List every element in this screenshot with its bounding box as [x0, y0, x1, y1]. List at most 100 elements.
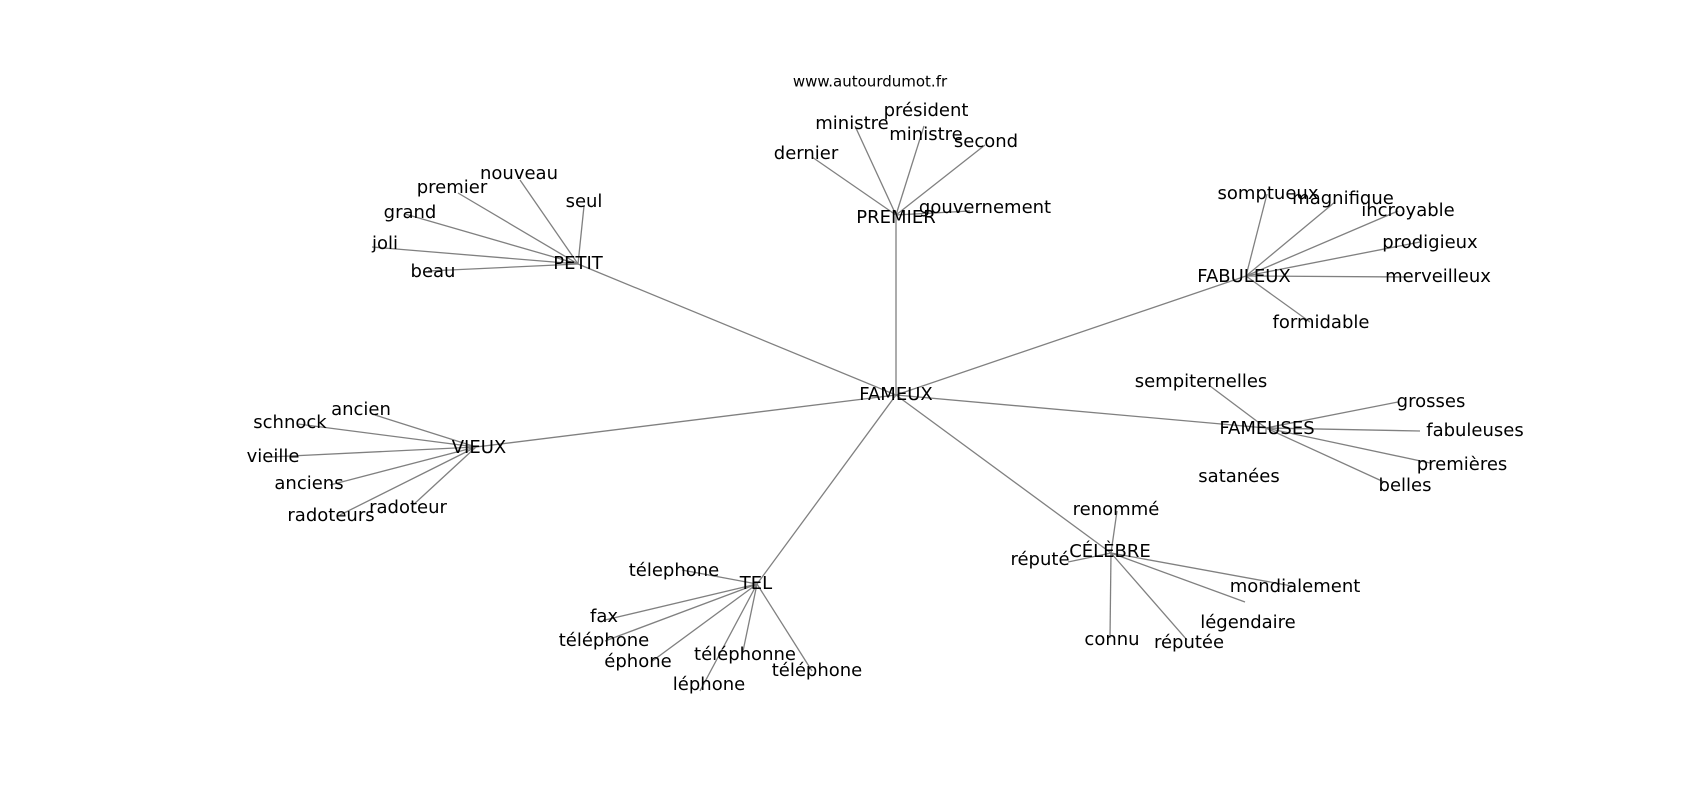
edge-fameux-fabuleux [895, 275, 1247, 396]
edge-premier-gouvernement [895, 210, 971, 216]
edge-fameuses-premieres [1265, 427, 1431, 464]
edge-tel-fax [604, 583, 758, 621]
node-petit-seul: seul [566, 191, 603, 212]
edge-tel-telephonne [741, 583, 758, 657]
edge-fabuleux-formidable [1245, 275, 1311, 323]
node-fameuses-grosses: grosses [1397, 391, 1466, 412]
node-tel-telephone: télephone [629, 560, 720, 581]
edge-tel-telephone [604, 583, 758, 642]
edge-vieux-radoteurs [339, 446, 477, 516]
hub-fabuleux: FABULEUX [1197, 266, 1290, 287]
hub-premier: PREMIER [856, 207, 935, 228]
edge-petit-premier [457, 192, 579, 265]
edge-vieux-anciens [329, 446, 477, 486]
edge-tel-telephone [681, 569, 758, 585]
node-premier-gouvernement: gouvernement [919, 197, 1051, 218]
node-celebre-legendaire: légendaire [1200, 612, 1296, 633]
edge-vieux-schnock [297, 423, 477, 448]
edge-fameuses-grosses [1265, 401, 1399, 429]
node-tel-telephone: téléphone [559, 630, 650, 651]
node-premier-second: second [954, 131, 1018, 152]
edge-celebre-reputee [1110, 552, 1188, 641]
node-fabuleux-merveilleux: merveilleux [1385, 266, 1491, 287]
edge-petit-nouveau [519, 179, 579, 265]
hub-vieux: VIEUX [452, 437, 507, 458]
node-celebre-connu: connu [1084, 629, 1139, 650]
node-fabuleux-incroyable: incroyable [1361, 200, 1455, 221]
node-premier-ministre: ministre [815, 113, 888, 134]
node-vieux-ancien: ancien [331, 399, 391, 420]
edge-petit-grand [404, 213, 579, 265]
edge-premier-dernier [811, 156, 897, 216]
hub-petit: PETIT [553, 253, 604, 274]
edges-layer [269, 125, 1431, 692]
node-fameuses-premieres: premières [1417, 454, 1508, 475]
edge-tel-telephone [756, 583, 813, 672]
hub-celebre: CÉLÈBRE [1069, 540, 1151, 562]
edge-petit-seul [577, 205, 585, 265]
node-fameuses-fabuleuses: fabuleuses [1426, 420, 1524, 441]
edge-vieux-ancien [374, 414, 477, 448]
edge-premier-second [895, 144, 986, 216]
node-vieux-vieille: vieille [247, 446, 300, 467]
node-fameuses-satanees: satanées [1198, 466, 1279, 487]
edge-fameuses-fabuleuses [1265, 427, 1421, 432]
edge-fameux-celebre [895, 394, 1112, 554]
edge-tel-ephone [650, 583, 758, 663]
edge-fameux-tel [756, 394, 897, 585]
node-petit-beau: beau [411, 261, 456, 282]
node-celebre-repute: réputé [1010, 549, 1069, 570]
edge-fabuleux-somptueux [1245, 193, 1268, 277]
node-tel-fax: fax [590, 606, 618, 627]
edge-petit-beau [427, 263, 579, 272]
node-tel-telephone: téléphone [772, 660, 863, 681]
node-fabuleux-somptueux: somptueux [1218, 183, 1319, 204]
node-celebre-mondialement: mondialement [1230, 576, 1361, 597]
node-petit-joli: joli [371, 233, 398, 254]
node-tel-lephone: léphone [673, 674, 745, 695]
node-tel-telephonne: téléphonne [694, 644, 796, 665]
node-petit-premier: premier [417, 177, 488, 198]
center-node-label: FAMEUX [859, 384, 932, 405]
node-vieux-schnock: schnock [253, 412, 327, 433]
node-petit-grand: grand [384, 202, 437, 223]
edge-vieux-radoteur [411, 446, 477, 507]
hub-tel: TEL [739, 573, 772, 594]
hub-fameuses: FAMEUSES [1219, 418, 1314, 439]
labels-layer: www.autourdumot.fr dernier ministreprésid… [247, 73, 1524, 696]
edge-celebre-renomme [1110, 510, 1118, 554]
edge-petit-joli [371, 246, 579, 265]
node-vieux-radoteur: radoteur [369, 497, 447, 518]
edge-fameuses-belles [1265, 427, 1385, 483]
edge-fabuleux-prodigieux [1245, 241, 1421, 277]
edge-fameux-vieux [475, 394, 897, 448]
edge-premier-ministre [854, 125, 897, 216]
edge-celebre-connu [1109, 552, 1112, 639]
edge-premier-president-ministre [895, 125, 925, 216]
edge-celebre-mondialement [1110, 552, 1293, 587]
edge-fameuses-sempiternelles [1209, 385, 1267, 429]
node-vieux-radoteurs: radoteurs [287, 505, 374, 526]
node-fabuleux-prodigieux: prodigieux [1382, 232, 1478, 253]
node-petit-nouveau: nouveau [480, 163, 558, 184]
node-fameuses-sempiternelles: sempiternelles [1135, 371, 1268, 392]
edge-tel-lephone [699, 583, 758, 692]
node-fabuleux-formidable: formidable [1273, 312, 1370, 333]
edge-fabuleux-merveilleux [1245, 275, 1407, 278]
node-fabuleux-magnifique: magnifique [1292, 188, 1394, 209]
node-tel-ephone: éphone [604, 651, 671, 672]
edge-vieux-vieille [269, 446, 477, 458]
edge-fameux-fameuses [895, 394, 1267, 429]
node-vieux-anciens: anciens [274, 473, 343, 494]
node-celebre-renomme: renommé [1073, 499, 1160, 520]
edge-fabuleux-incroyable [1245, 210, 1399, 277]
edge-celebre-legendaire [1110, 552, 1246, 603]
node-premier-dernier: dernier [774, 143, 839, 164]
node-celebre-reputee: réputée [1154, 632, 1224, 653]
node-fameuses-belles: belles [1379, 475, 1432, 496]
source-label: www.autourdumot.fr [793, 73, 948, 91]
edge-fabuleux-magnifique [1245, 201, 1336, 277]
edge-fameux-petit [577, 263, 897, 396]
